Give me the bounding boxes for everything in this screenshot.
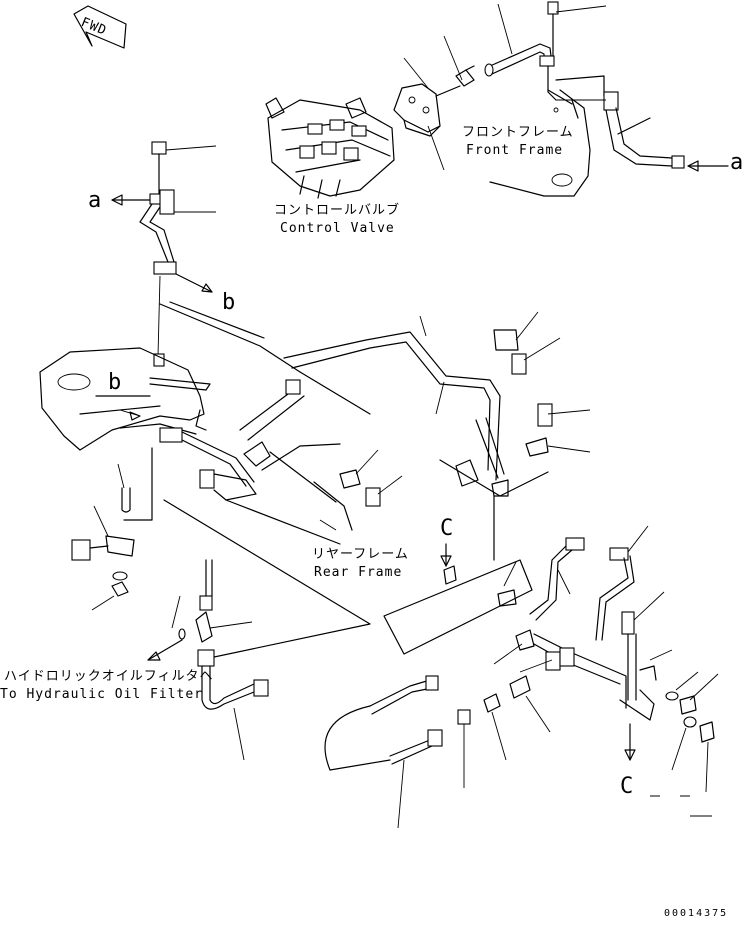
control-valve-label-jp: コントロールバルブ xyxy=(274,203,401,218)
rear-frame-tubes xyxy=(159,301,501,503)
rear-frame-left xyxy=(39,347,211,451)
right-washers-nuts xyxy=(665,671,719,793)
left-upper-fitting xyxy=(111,141,217,367)
callout-a-left: a xyxy=(88,188,102,213)
u-bolt-clamp xyxy=(71,463,135,611)
callout-a-right: a xyxy=(730,150,744,175)
fwd-arrow-icon xyxy=(73,5,127,49)
front-frame-label-en: Front Frame xyxy=(466,143,564,158)
rear-frame-label-en: Rear Frame xyxy=(314,565,403,580)
front-tube xyxy=(484,1,605,113)
leader-lines-top xyxy=(403,3,607,171)
front-hose xyxy=(603,91,729,172)
rear-frame-label-jp: リヤーフレーム xyxy=(312,547,409,562)
control-valve-drawing xyxy=(265,97,395,199)
front-frame-outline xyxy=(489,89,591,197)
front-frame-label-jp: フロントフレーム xyxy=(462,125,574,140)
drawing-code: 00014375 xyxy=(664,908,729,919)
bottom-right-marks xyxy=(650,795,712,817)
middle-clips xyxy=(313,449,403,531)
bottom-hoses xyxy=(324,675,551,829)
control-valve-label-en: Control Valve xyxy=(280,221,395,236)
right-side-hoses xyxy=(493,525,673,761)
callout-b-left: b xyxy=(108,370,122,395)
rear-tube-lower xyxy=(123,409,371,661)
front-frame-bracket xyxy=(393,65,475,137)
callout-b-right: b xyxy=(222,290,236,315)
callout-c-top: C xyxy=(440,516,454,541)
oil-filter-fittings xyxy=(147,559,269,761)
oil-filter-label-en: To Hydraulic Oil Filter xyxy=(0,687,204,702)
oil-filter-label-jp: ハイドロリックオイルフィルタヘ xyxy=(4,669,214,684)
rear-frame-brackets-right xyxy=(439,311,591,561)
callout-c-bottom: C xyxy=(620,774,634,799)
plate-c xyxy=(383,543,533,655)
